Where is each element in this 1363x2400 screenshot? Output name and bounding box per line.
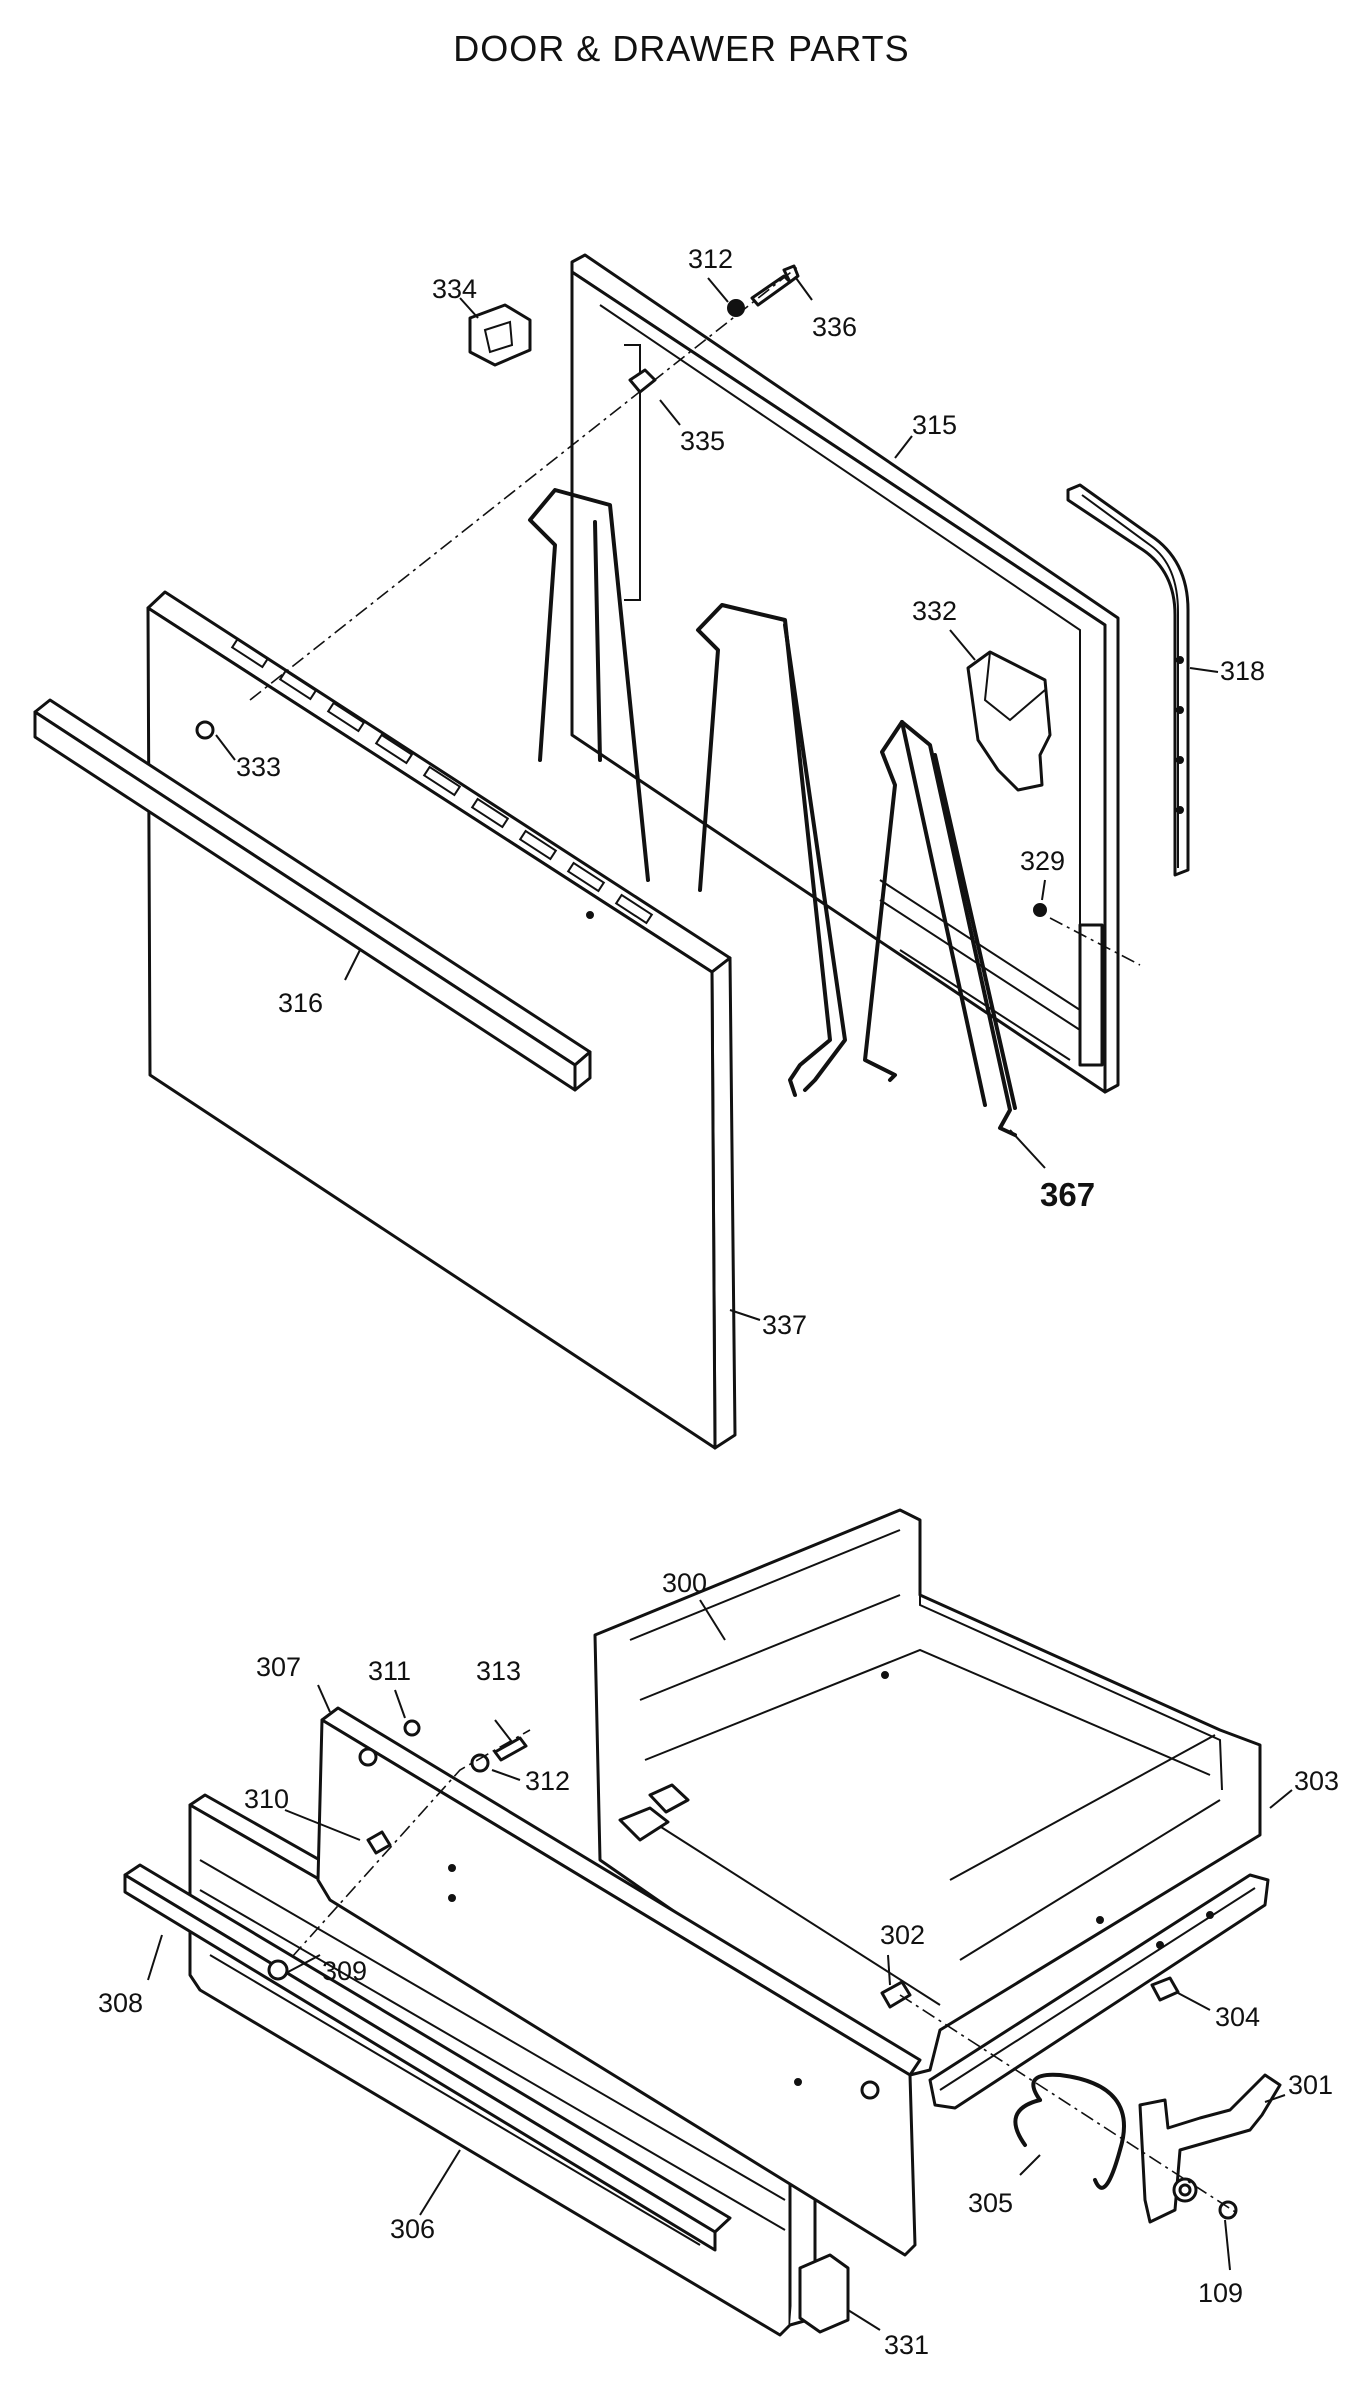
label-335: 335	[680, 426, 725, 456]
spring-305	[1031, 2072, 1126, 2190]
bumper-304	[1150, 1976, 1180, 2002]
screw-329	[1033, 903, 1047, 917]
label-302: 302	[880, 1920, 925, 1950]
label-312b: 312	[525, 1766, 570, 1796]
screw-313	[493, 1736, 528, 1762]
door-assembly	[33, 253, 1190, 1450]
label-336: 336	[812, 312, 857, 342]
label-334: 334	[432, 274, 477, 304]
slide-rail-303	[928, 1873, 1270, 2110]
page-title: DOOR & DRAWER PARTS	[453, 28, 910, 69]
screw-333	[195, 720, 215, 740]
label-308: 308	[98, 1988, 143, 2018]
label-312: 312	[688, 244, 733, 274]
stud-302	[880, 1980, 912, 2009]
label-307: 307	[256, 1652, 301, 1682]
insulation-piece-332	[966, 650, 1052, 792]
label-331: 331	[884, 2330, 929, 2360]
drawer-assembly	[123, 1508, 1282, 2337]
label-337: 337	[762, 1310, 807, 1340]
label-305: 305	[968, 2188, 1013, 2218]
label-315: 315	[912, 410, 957, 440]
centerline-door-top	[249, 264, 801, 701]
label-367: 367	[1040, 1176, 1095, 1213]
centerline-drawer-front	[291, 1729, 531, 1958]
clip-310	[366, 1830, 392, 1855]
label-306: 306	[390, 2214, 435, 2244]
rack-wires-367	[528, 488, 1017, 1137]
vent-slots	[230, 637, 654, 925]
label-318: 318	[1220, 656, 1265, 686]
label-332: 332	[912, 596, 957, 626]
label-316: 316	[278, 988, 323, 1018]
label-301: 301	[1288, 2070, 1333, 2100]
label-310: 310	[244, 1784, 289, 1814]
nut-109	[1218, 2200, 1238, 2220]
bracket-331	[798, 2253, 850, 2334]
label-311: 311	[368, 1656, 411, 1686]
label-329: 329	[1020, 846, 1065, 876]
screw-309	[267, 1959, 289, 1981]
slide-bracket-301	[1138, 2073, 1282, 2224]
centerline-drawer-slide	[899, 1994, 1241, 2216]
label-313: 313	[476, 1656, 521, 1686]
door-inner-liner-315	[570, 253, 1120, 1094]
washer-312-dot	[727, 299, 745, 317]
screw-336	[750, 274, 792, 307]
label-333: 333	[236, 752, 281, 782]
label-309: 309	[322, 1956, 367, 1986]
label-304: 304	[1215, 2002, 1260, 2032]
part-labels: 334 312 336 335 315 318 332 333 329 316 …	[98, 244, 1339, 2360]
door-gasket-318	[1066, 483, 1190, 877]
label-109: 109	[1198, 2278, 1243, 2308]
centerline-329	[1049, 917, 1141, 966]
drawer-inner-panel-307	[316, 1706, 922, 2257]
nut-311	[403, 1719, 421, 1737]
washer-312b	[470, 1753, 490, 1773]
leader-lines	[147, 277, 1293, 2331]
label-303: 303	[1294, 1766, 1339, 1796]
label-300: 300	[662, 1568, 707, 1598]
door-handle-316	[33, 698, 592, 1092]
bracket-334	[468, 303, 532, 367]
outer-door-panel-337	[146, 590, 737, 1450]
